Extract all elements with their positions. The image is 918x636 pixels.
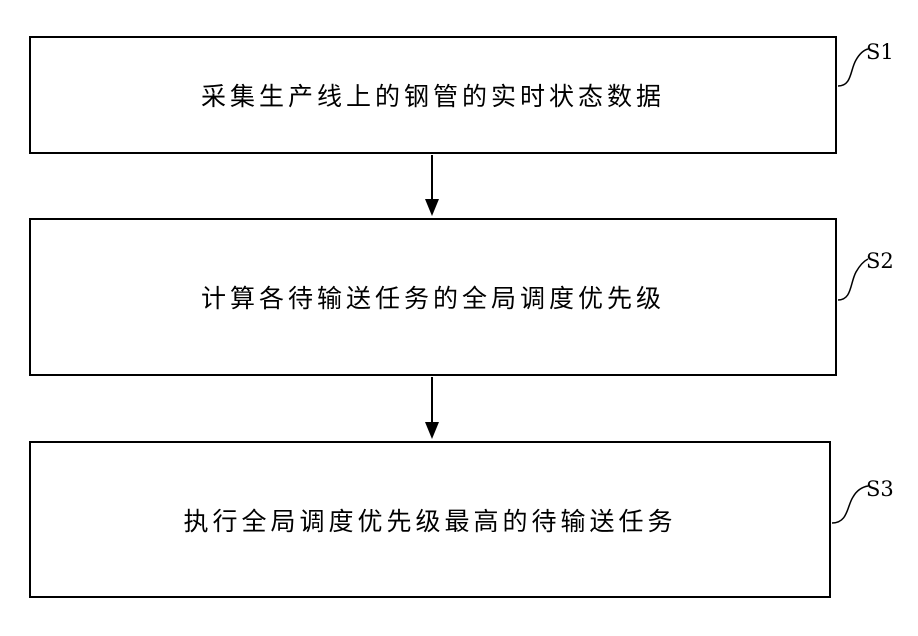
leader-line-s3 [832,486,868,523]
step-text-s1: 采集生产线上的钢管的实时状态数据 [201,77,665,113]
step-label-s1: S1 [866,40,894,64]
arrow-s1-to-s2 [425,155,439,216]
step-text-s3: 执行全局调度优先级最高的待输送任务 [183,502,676,538]
step-label-s3: S3 [866,477,894,501]
leader-line-s2 [838,259,868,300]
step-box-s1: 采集生产线上的钢管的实时状态数据 [29,36,837,154]
step-box-s3: 执行全局调度优先级最高的待输送任务 [29,441,831,598]
arrow-s2-to-s3 [425,377,439,439]
step-box-s2: 计算各待输送任务的全局调度优先级 [29,218,837,376]
step-label-s2: S2 [866,249,894,273]
step-text-s2: 计算各待输送任务的全局调度优先级 [201,279,665,315]
leader-line-s1 [838,49,868,86]
